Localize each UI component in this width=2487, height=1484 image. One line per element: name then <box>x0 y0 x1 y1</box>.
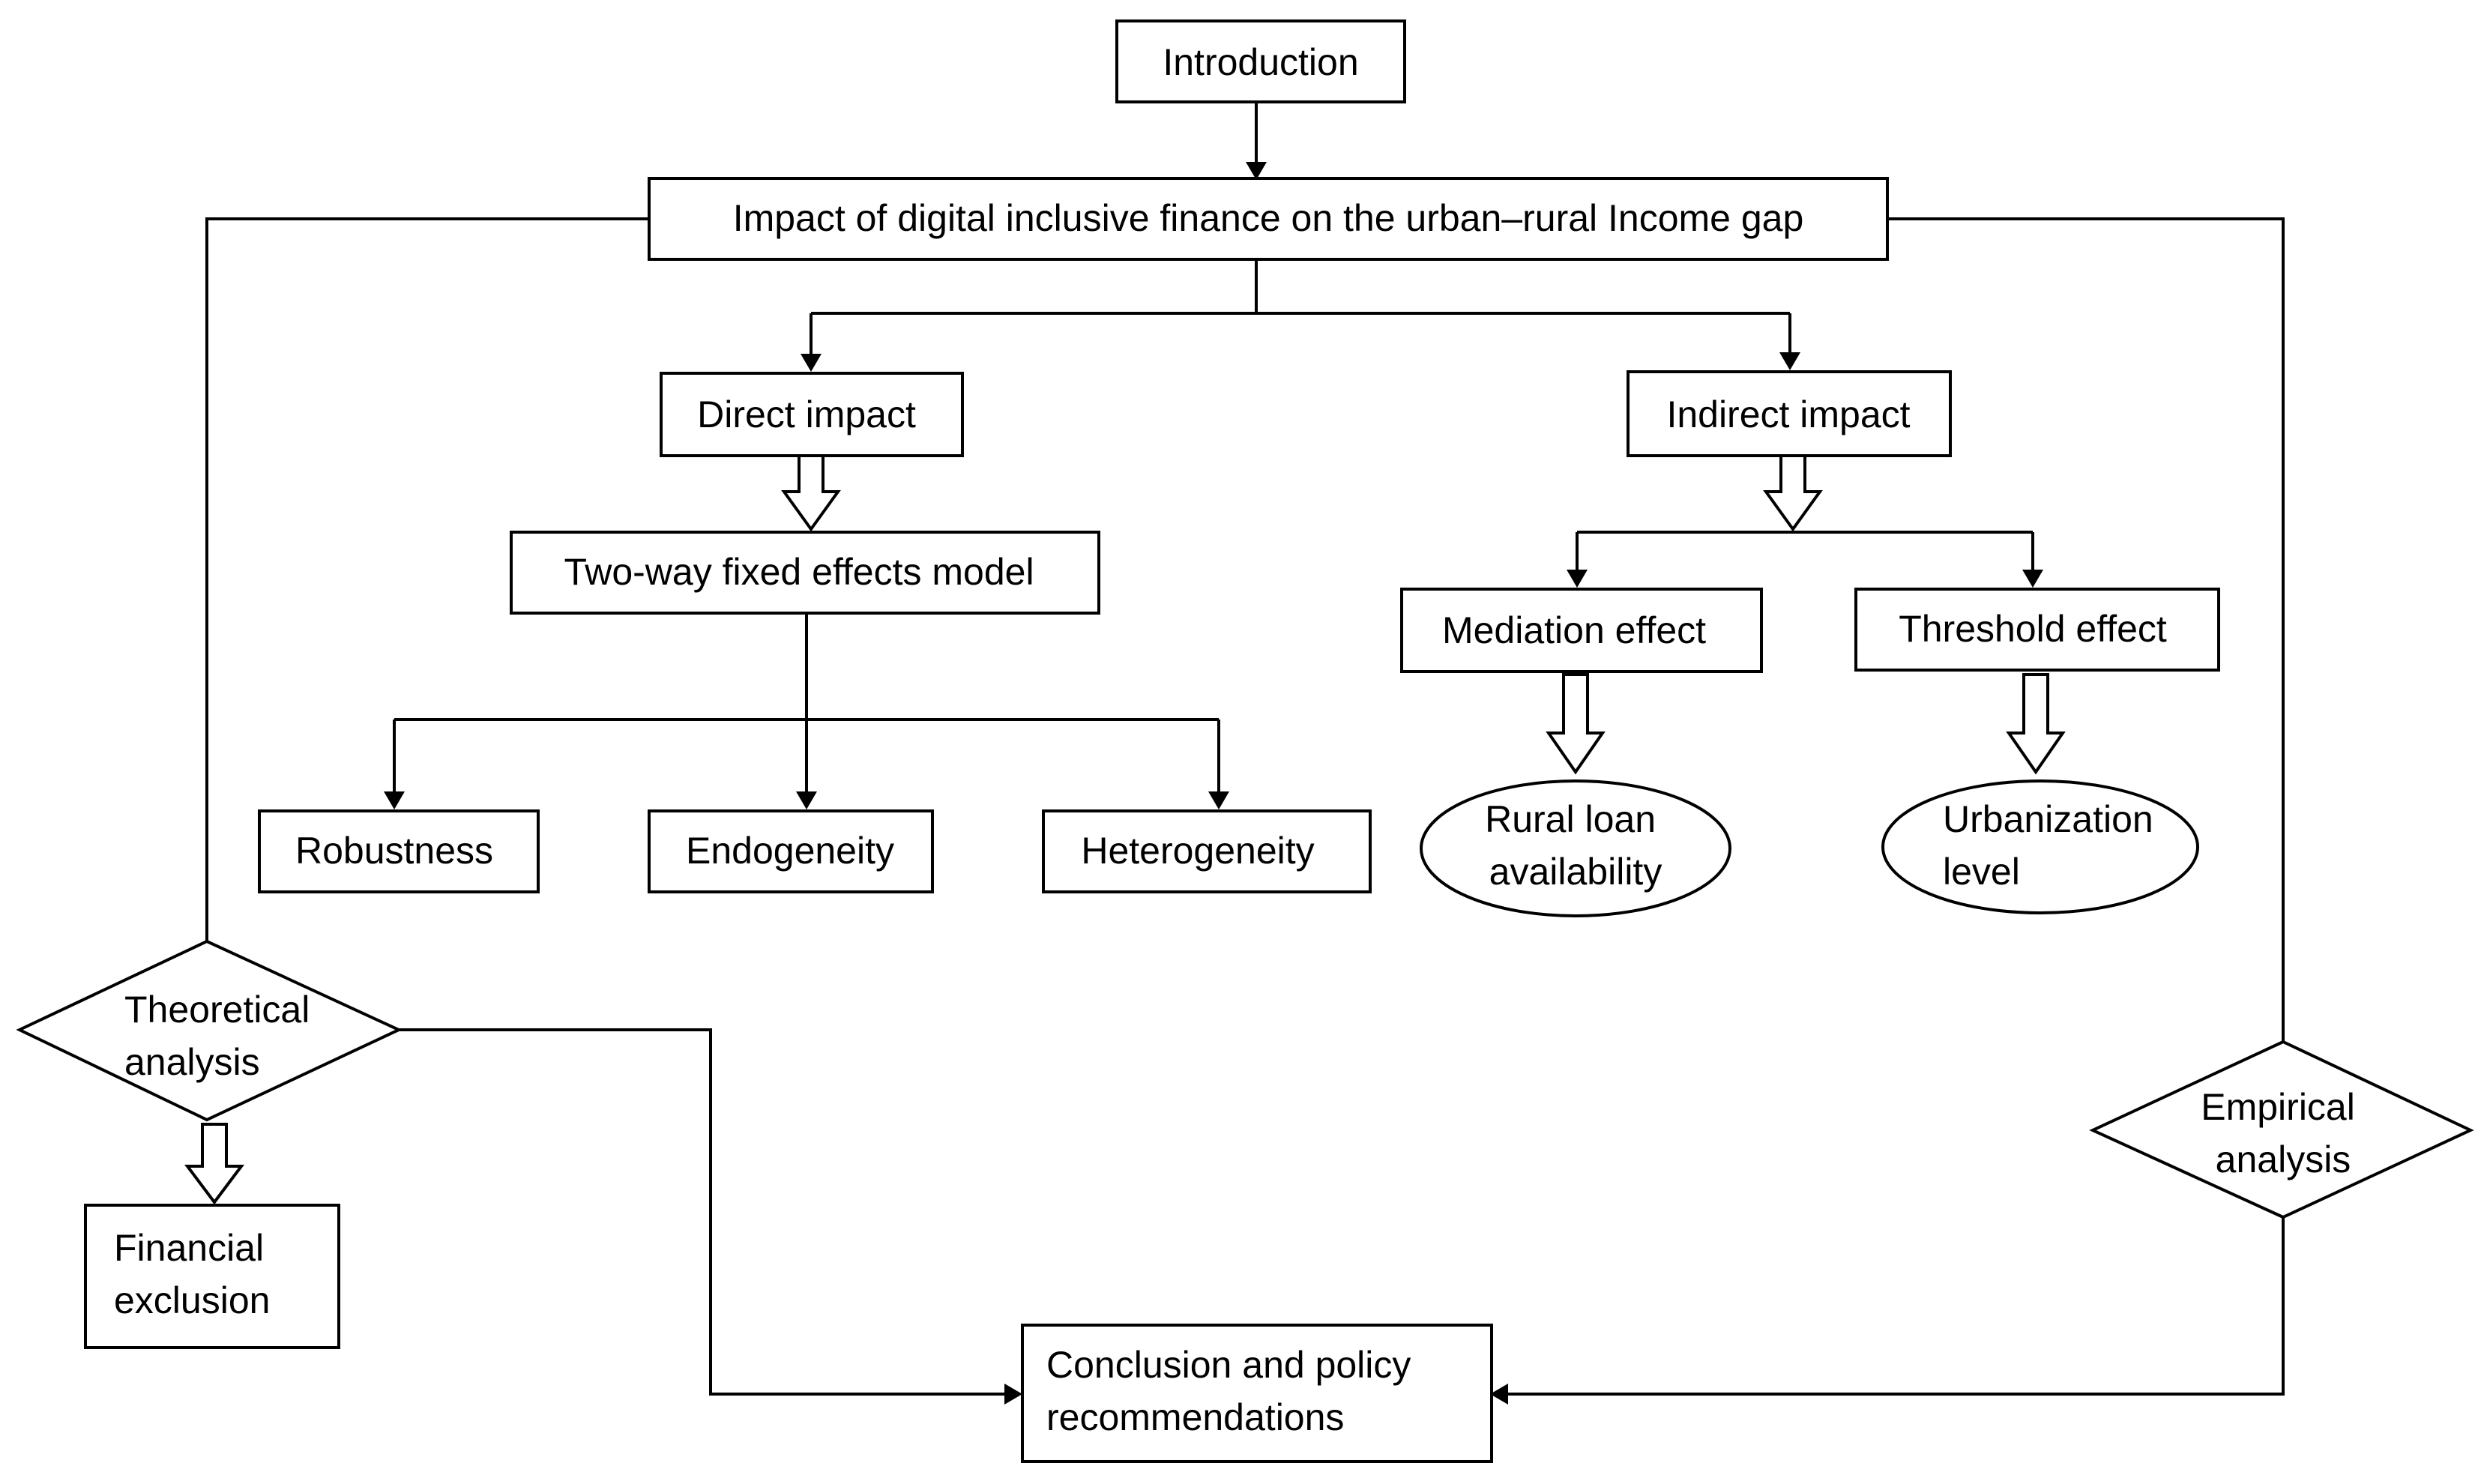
node-endogeneity: Endogeneity <box>648 809 934 893</box>
node-robustness-box <box>258 809 540 893</box>
node-endogeneity-label: Endogeneity <box>686 830 894 872</box>
arrowhead-to-mediation <box>1567 570 1588 588</box>
arrowhead-to-heterogeneity <box>1208 791 1229 809</box>
arrowhead-to-threshold <box>2022 570 2043 588</box>
node-conclusion-label: Conclusion and policy recommendations <box>1046 1344 1421 1438</box>
node-financial-exclusion-label: Financial exclusion <box>114 1227 274 1321</box>
node-empirical-analysis-line-2: analysis <box>2216 1138 2351 1180</box>
node-urbanization-line-2: level <box>1943 851 2020 893</box>
connectors <box>205 102 2285 1405</box>
node-direct-impact-box <box>660 372 964 457</box>
arrowhead-to-robustness <box>384 791 405 809</box>
node-endogeneity-box <box>648 809 934 893</box>
node-financial-exclusion-line-1: Financial <box>114 1227 264 1269</box>
hollow-arrow-indirect-split <box>1763 454 1823 532</box>
hollow-arrow-threshold-to-urbanization <box>2006 673 2066 775</box>
node-indirect-impact-box <box>1627 370 1952 457</box>
node-introduction-box <box>1115 19 1406 103</box>
arrowhead-empirical-to-conclusion <box>1490 1384 1508 1405</box>
node-urbanization: Urbanization level <box>1881 779 2199 914</box>
hollow-arrow-mediation-to-rural-loan <box>1546 673 1606 775</box>
node-threshold-effect-label: Threshold effect <box>1899 608 2167 650</box>
node-urbanization-ellipse <box>1881 779 2199 914</box>
node-heterogeneity-label: Heterogeneity <box>1081 830 1314 872</box>
node-conclusion-line-2: recommendations <box>1046 1396 1344 1438</box>
node-threshold-effect-box <box>1854 588 2220 672</box>
connector-impact-to-empirical <box>1887 217 2285 1042</box>
node-direct-impact: Direct impact <box>660 372 964 457</box>
arrowhead-to-direct <box>801 354 822 372</box>
node-two-way-model-box <box>510 531 1100 615</box>
node-rural-loan-line-1: Rural loan <box>1485 798 1656 840</box>
node-indirect-impact-label: Indirect impact <box>1666 393 1910 435</box>
node-introduction-label: Introduction <box>1163 41 1358 83</box>
node-theoretical-analysis-label: Theoretical analysis <box>124 989 320 1083</box>
node-theoretical-analysis: Theoretical analysis <box>16 939 403 1122</box>
hollow-arrow-theoretical-to-exclusion <box>184 1123 244 1205</box>
node-rural-loan-ellipse <box>1420 779 1731 917</box>
node-mediation-effect-label: Mediation effect <box>1442 609 1706 651</box>
node-conclusion: Conclusion and policy recommendations <box>1021 1324 1493 1463</box>
node-rural-loan: Rural loan availability <box>1420 779 1731 917</box>
connector-theoretical-to-conclusion <box>399 1028 1006 1396</box>
node-robustness: Robustness <box>258 809 540 893</box>
node-conclusion-box <box>1021 1324 1493 1463</box>
node-heterogeneity: Heterogeneity <box>1042 809 1372 893</box>
node-impact: Impact of digital inclusive finance on t… <box>648 177 1889 261</box>
node-impact-box <box>648 177 1889 261</box>
node-financial-exclusion-line-2: exclusion <box>114 1279 270 1321</box>
node-threshold-effect: Threshold effect <box>1854 588 2220 672</box>
node-financial-exclusion: Financial exclusion <box>84 1204 340 1349</box>
node-direct-impact-label: Direct impact <box>697 393 916 435</box>
node-financial-exclusion-box <box>84 1204 340 1349</box>
node-heterogeneity-box <box>1042 809 1372 893</box>
hollow-arrows <box>184 454 2066 1205</box>
node-empirical-analysis: Empirical analysis <box>2089 1040 2474 1219</box>
node-two-way-model: Two-way fixed effects model <box>510 531 1100 615</box>
node-two-way-model-label: Two-way fixed effects model <box>564 551 1034 593</box>
node-mediation-effect-box <box>1400 588 1763 673</box>
node-rural-loan-label: Rural loan availability <box>1485 798 1666 893</box>
node-empirical-analysis-diamond <box>2089 1040 2474 1219</box>
node-empirical-analysis-label: Empirical analysis <box>2201 1086 2366 1180</box>
node-urbanization-line-1: Urbanization <box>1943 798 2153 840</box>
arrowhead-intro-to-impact <box>1246 162 1267 180</box>
arrowhead-to-endogeneity <box>796 791 817 809</box>
node-theoretical-analysis-line-1: Theoretical <box>124 989 310 1031</box>
connector-empirical-to-conclusion <box>1507 1217 2285 1396</box>
node-urbanization-label: Urbanization level <box>1943 798 2164 893</box>
arrowhead-to-indirect <box>1779 352 1800 370</box>
node-robustness-label: Robustness <box>295 830 493 872</box>
node-theoretical-analysis-line-2: analysis <box>124 1041 260 1083</box>
hollow-arrow-direct-to-model <box>781 454 841 532</box>
node-conclusion-line-1: Conclusion and policy <box>1046 1344 1411 1386</box>
arrowhead-theoretical-to-conclusion <box>1004 1384 1022 1405</box>
node-indirect-impact: Indirect impact <box>1627 370 1952 457</box>
node-impact-label: Impact of digital inclusive finance on t… <box>733 197 1804 239</box>
node-theoretical-analysis-diamond <box>16 939 403 1122</box>
connector-impact-to-theoretical <box>205 217 649 941</box>
node-mediation-effect: Mediation effect <box>1400 588 1763 673</box>
node-introduction: Introduction <box>1115 19 1406 103</box>
node-empirical-analysis-line-1: Empirical <box>2201 1086 2355 1128</box>
node-rural-loan-line-2: availability <box>1489 851 1662 893</box>
